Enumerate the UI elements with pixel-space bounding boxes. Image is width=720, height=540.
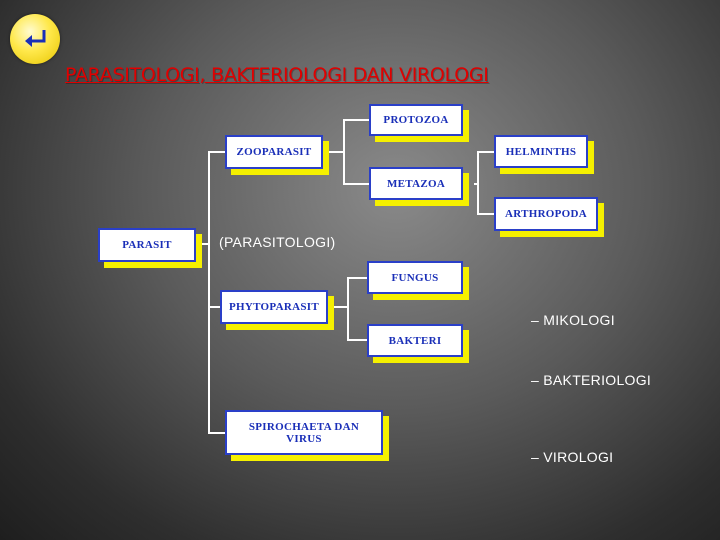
connector-line	[208, 306, 222, 308]
fungus-box: FUNGUS	[367, 261, 463, 294]
connector-line	[195, 243, 209, 245]
connector-line	[343, 119, 345, 185]
bakteriologi-note: – BAKTERIOLOGI	[531, 372, 652, 388]
connector-line	[208, 151, 210, 434]
spirochaeta-virus-box: SPIROCHAETA DAN VIRUS	[225, 410, 383, 455]
connector-line	[208, 151, 226, 153]
phytoparasit-box: PHYTOPARASIT	[220, 290, 328, 324]
connector-line	[347, 277, 349, 341]
arthropoda-box: ARTHROPODA	[494, 197, 598, 231]
zooparasit-box: ZOOPARASIT	[225, 135, 323, 169]
connector-line	[208, 432, 226, 434]
connector-line	[474, 183, 478, 185]
metazoa-box: METAZOA	[369, 167, 463, 200]
connector-line	[326, 306, 348, 308]
mikologi-note: – MIKOLOGI	[531, 312, 615, 328]
connector-line	[347, 339, 368, 341]
connector-line	[322, 151, 344, 153]
virologi-note: – VIROLOGI	[531, 449, 614, 465]
connector-line	[477, 151, 495, 153]
page-title: PARASITOLOGI, BAKTERIOLOGI DAN VIROLOGI	[65, 64, 489, 86]
connector-line	[343, 183, 370, 185]
parasitologi-note: (PARASITOLOGI)	[219, 234, 336, 250]
connector-line	[343, 119, 370, 121]
connector-line	[477, 213, 495, 215]
helminths-box: HELMINTHS	[494, 135, 588, 168]
protozoa-box: PROTOZOA	[369, 104, 463, 136]
connector-line	[477, 151, 479, 215]
connector-line	[347, 277, 368, 279]
bakteri-box: BAKTERI	[367, 324, 463, 357]
parasit-box: PARASIT	[98, 228, 196, 262]
back-button[interactable]	[10, 14, 60, 64]
return-arrow-icon	[25, 30, 46, 47]
